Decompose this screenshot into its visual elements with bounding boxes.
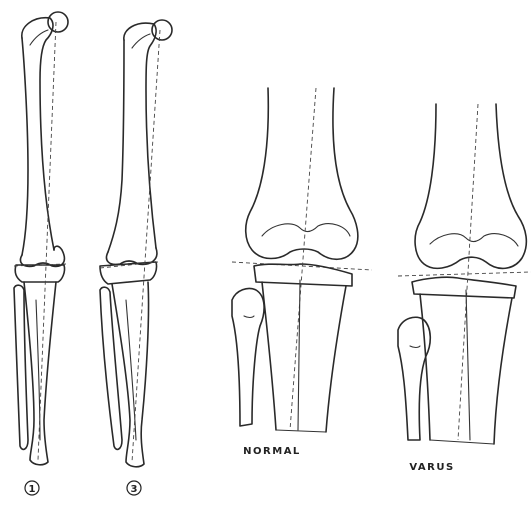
normal-knee (232, 88, 372, 432)
normal-mechanical-axis (290, 88, 316, 430)
limb-1-number-text: 1 (29, 484, 36, 495)
limb-2-tibia-crest (126, 300, 136, 440)
normal-joint-line (232, 262, 372, 270)
varus-fibula (398, 317, 430, 440)
limb-2-femur-lateral (124, 23, 156, 248)
varus-mechanical-axis (458, 104, 478, 440)
normal-fibula (232, 288, 264, 426)
limb-2-trochanter (132, 34, 150, 48)
limb-2-fibula (100, 287, 122, 449)
limb-1-tibial-plateau (15, 265, 64, 282)
limb-1-number: 1 (25, 481, 39, 495)
limb-1 (14, 12, 68, 465)
limb-1-femoral-condyles (21, 246, 65, 266)
varus-tibia-axis (466, 290, 470, 440)
limb-2-number: 3 (127, 481, 141, 495)
normal-label: NORMAL (243, 446, 301, 457)
varus-tibia-cut (430, 440, 494, 444)
limb-1-femoral-head (48, 12, 68, 32)
varus-joint-line (398, 272, 531, 276)
limb-2-tibia (112, 282, 149, 467)
normal-tibial-plateau (254, 264, 352, 286)
normal-tibia-shaft (262, 282, 346, 432)
varus-femur (415, 104, 526, 268)
limb-1-femur-medial (22, 38, 28, 255)
normal-intercondylar (262, 224, 350, 236)
varus-tibia-shaft (420, 294, 512, 444)
normal-femur (246, 88, 358, 259)
varus-tibial-plateau (412, 277, 516, 298)
limb-1-tibia-crest (36, 300, 40, 440)
varus-intercondylar (430, 234, 518, 246)
varus-knee (398, 104, 531, 444)
varus-fibula-mark (410, 346, 420, 348)
limb-2-number-text: 3 (131, 484, 138, 495)
limb-2 (100, 20, 172, 467)
limb-2-femur-medial (108, 40, 124, 252)
varus-label: VARUS (409, 462, 454, 473)
normal-tibia-axis (298, 280, 300, 430)
limb-1-fibula (14, 285, 28, 449)
normal-fibula-mark (244, 316, 254, 318)
normal-tibia-cut (276, 430, 326, 432)
